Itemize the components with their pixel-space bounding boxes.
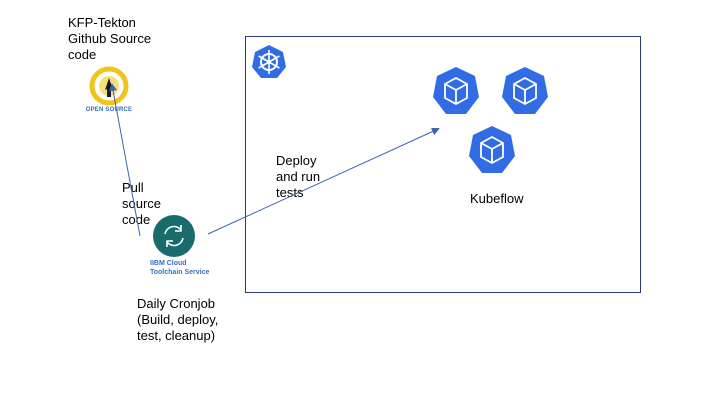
kubernetes-icon — [252, 45, 286, 78]
open-source-label: OPEN SOURCE — [85, 107, 133, 113]
deploy-arrow — [207, 127, 440, 235]
kubeflow-cube-icon — [469, 126, 515, 173]
pull-source-label: Pull source code — [122, 180, 162, 227]
source-title: KFP-Tekton Github Source code — [68, 15, 152, 62]
cronjob-label: Daily Cronjob (Build, deploy, test, clea… — [137, 296, 219, 343]
pull-arrow — [109, 83, 141, 237]
kubeflow-cube-icon — [502, 67, 548, 114]
deploy-tests-label: Deploy and run tests — [276, 153, 321, 200]
kubeflow-cube-icon — [433, 67, 479, 114]
toolchain-service-label: IIBM Cloud Toolchain Service — [150, 260, 210, 276]
toolchain-sync-icon — [153, 215, 195, 257]
cluster-frame — [245, 36, 641, 293]
kubeflow-label: Kubeflow — [470, 191, 524, 206]
